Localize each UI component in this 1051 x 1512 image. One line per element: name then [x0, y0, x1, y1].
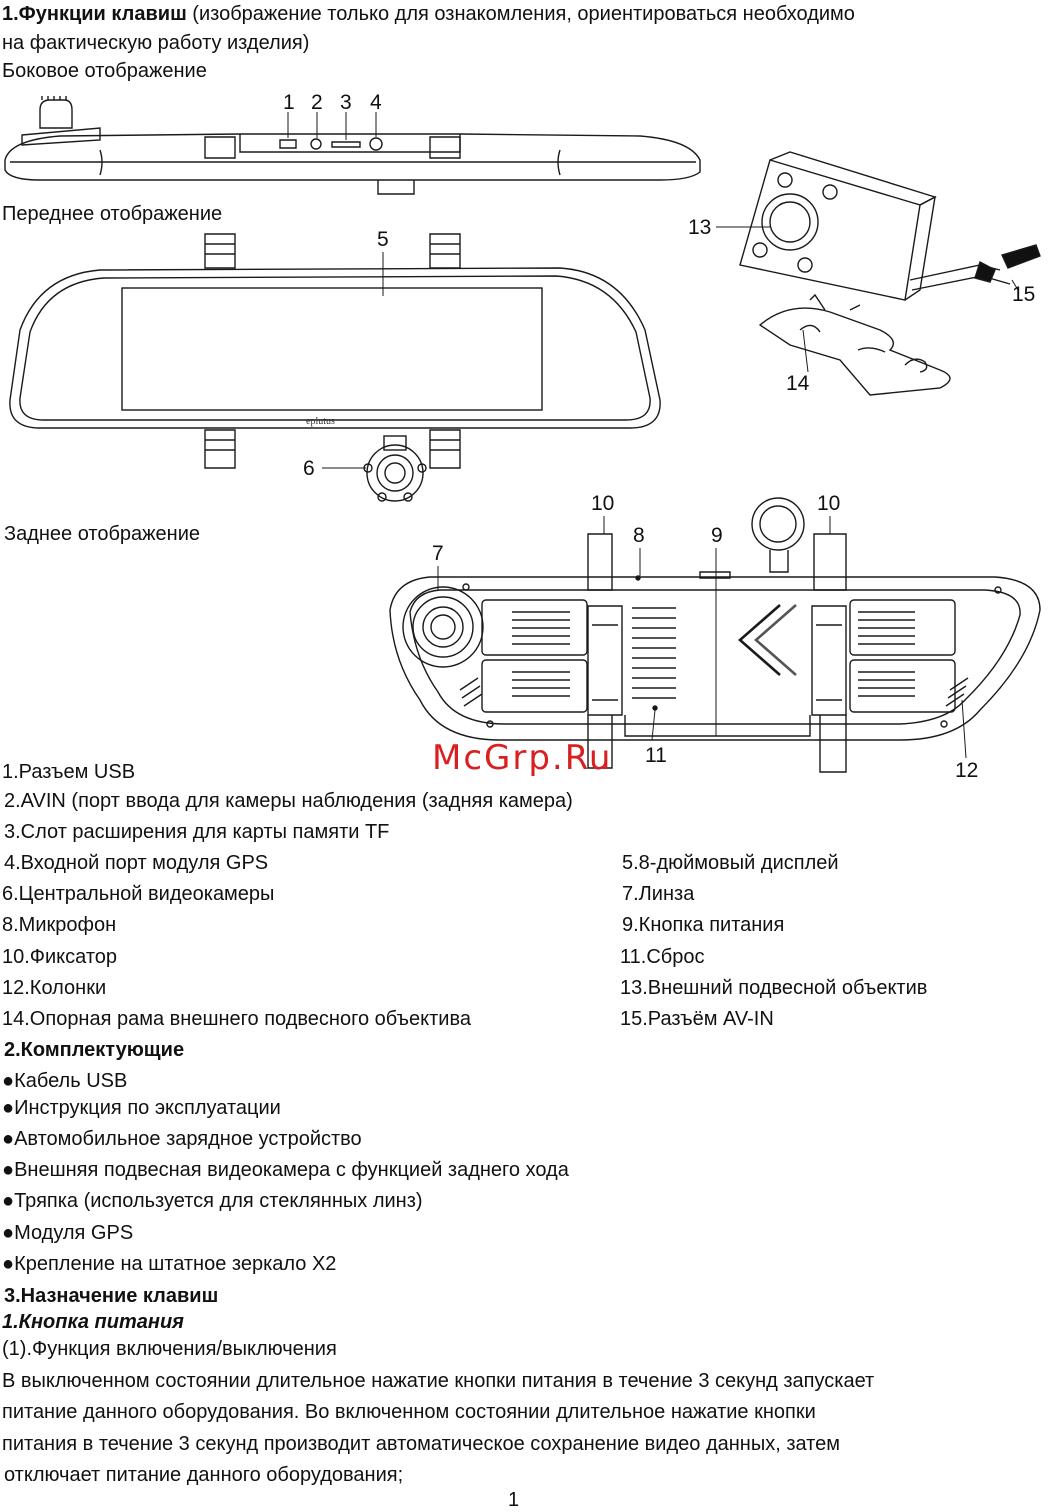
heading-line-1: 1.Функции клавиш (изображение только для… [2, 2, 855, 26]
callout-15: 15 [1012, 283, 1036, 306]
front-view-drawing [9, 233, 661, 502]
device-diagram [4, 96, 1041, 773]
paragraph-line: питание данного оборудования. Во включен… [2, 1401, 816, 1423]
brand-logo: eplutus [306, 416, 335, 427]
kit-item: ●Внешняя подвесная видеокамера с функцие… [2, 1159, 569, 1181]
callout-9: 9 [711, 524, 723, 547]
callout-3: 3 [340, 91, 352, 114]
callout-14: 14 [786, 372, 810, 395]
callout-11: 11 [645, 744, 667, 767]
legend-item-7: 7.Линза [622, 883, 695, 905]
legend-item-14: 14.Опорная рама внешнего подвесного объе… [2, 1008, 471, 1030]
legend-item-5: 5.8-дюймовый дисплей [622, 852, 839, 874]
heading-title: 1.Функции клавиш [2, 3, 187, 25]
paragraph-line: отключает питание данного оборудования; [4, 1464, 404, 1486]
callout-4: 4 [370, 91, 382, 114]
rear-view-drawing [389, 497, 1041, 773]
legend-item-15: 15.Разъём AV-IN [620, 1008, 774, 1030]
watermark: McGrp.Ru [432, 738, 613, 778]
legend-item-10: 10.Фиксатор [2, 946, 118, 968]
front-view-label: Переднее отображение [2, 203, 223, 225]
legend-item-3: 3.Слот расширения для карты памяти TF [4, 821, 390, 843]
section-3-function: (1).Функция включения/выключения [2, 1338, 337, 1360]
paragraph-line: питания в течение 3 секунд производит ав… [2, 1433, 840, 1455]
kit-item: ●Инструкция по эксплуатации [2, 1097, 281, 1119]
callout-2: 2 [311, 91, 323, 114]
kit-item: ●Крепление на штатное зеркало X2 [2, 1253, 337, 1275]
heading-note: (изображение только для ознакомления, ор… [186, 3, 855, 25]
kit-item: ●Тряпка (используется для стеклянных лин… [2, 1190, 423, 1212]
callout-12: 12 [955, 759, 979, 782]
kit-item: ●Автомобильное зарядное устройство [2, 1128, 362, 1150]
section-3-subtitle: 1.Кнопка питания [2, 1311, 184, 1333]
page-number: 1 [508, 1489, 520, 1511]
callout-10-left: 10 [591, 492, 615, 515]
legend-item-6: 6.Центральной видеокамеры [2, 883, 275, 905]
legend-item-9: 9.Кнопка питания [622, 914, 785, 936]
callout-5: 5 [377, 228, 389, 251]
rear-view-label: Заднее отображение [4, 523, 201, 545]
legend-item-8: 8.Микрофон [2, 914, 117, 936]
section-2-title: 2.Комплектующие [4, 1039, 185, 1061]
callout-7: 7 [432, 542, 444, 565]
legend-item-13: 13.Внешний подвесной объектив [620, 977, 928, 999]
callout-8: 8 [633, 524, 645, 547]
rear-camera-drawing [716, 151, 1041, 396]
legend-item-2: 2.AVIN (порт ввода для камеры наблюдения… [4, 790, 573, 812]
heading-line-2: на фактическую работу изделия) [2, 32, 310, 54]
kit-item: ●Модуля GPS [2, 1222, 134, 1244]
side-view-label: Боковое отображение [2, 60, 207, 82]
legend-item-11: 11.Сброс [620, 946, 705, 968]
legend-item-1: 1.Разъем USB [2, 761, 136, 783]
callout-6: 6 [303, 457, 315, 480]
callout-13: 13 [688, 216, 712, 239]
legend-item-12: 12.Колонки [2, 977, 107, 999]
callout-10-right: 10 [817, 492, 841, 515]
side-view-drawing [4, 96, 701, 195]
kit-item: ●Кабель USB [2, 1070, 128, 1092]
legend-item-4: 4.Входной порт модуля GPS [4, 852, 269, 874]
callout-1: 1 [283, 91, 295, 114]
section-3-title: 3.Назначение клавиш [4, 1285, 219, 1307]
paragraph-line: В выключенном состоянии длительное нажат… [2, 1370, 875, 1392]
